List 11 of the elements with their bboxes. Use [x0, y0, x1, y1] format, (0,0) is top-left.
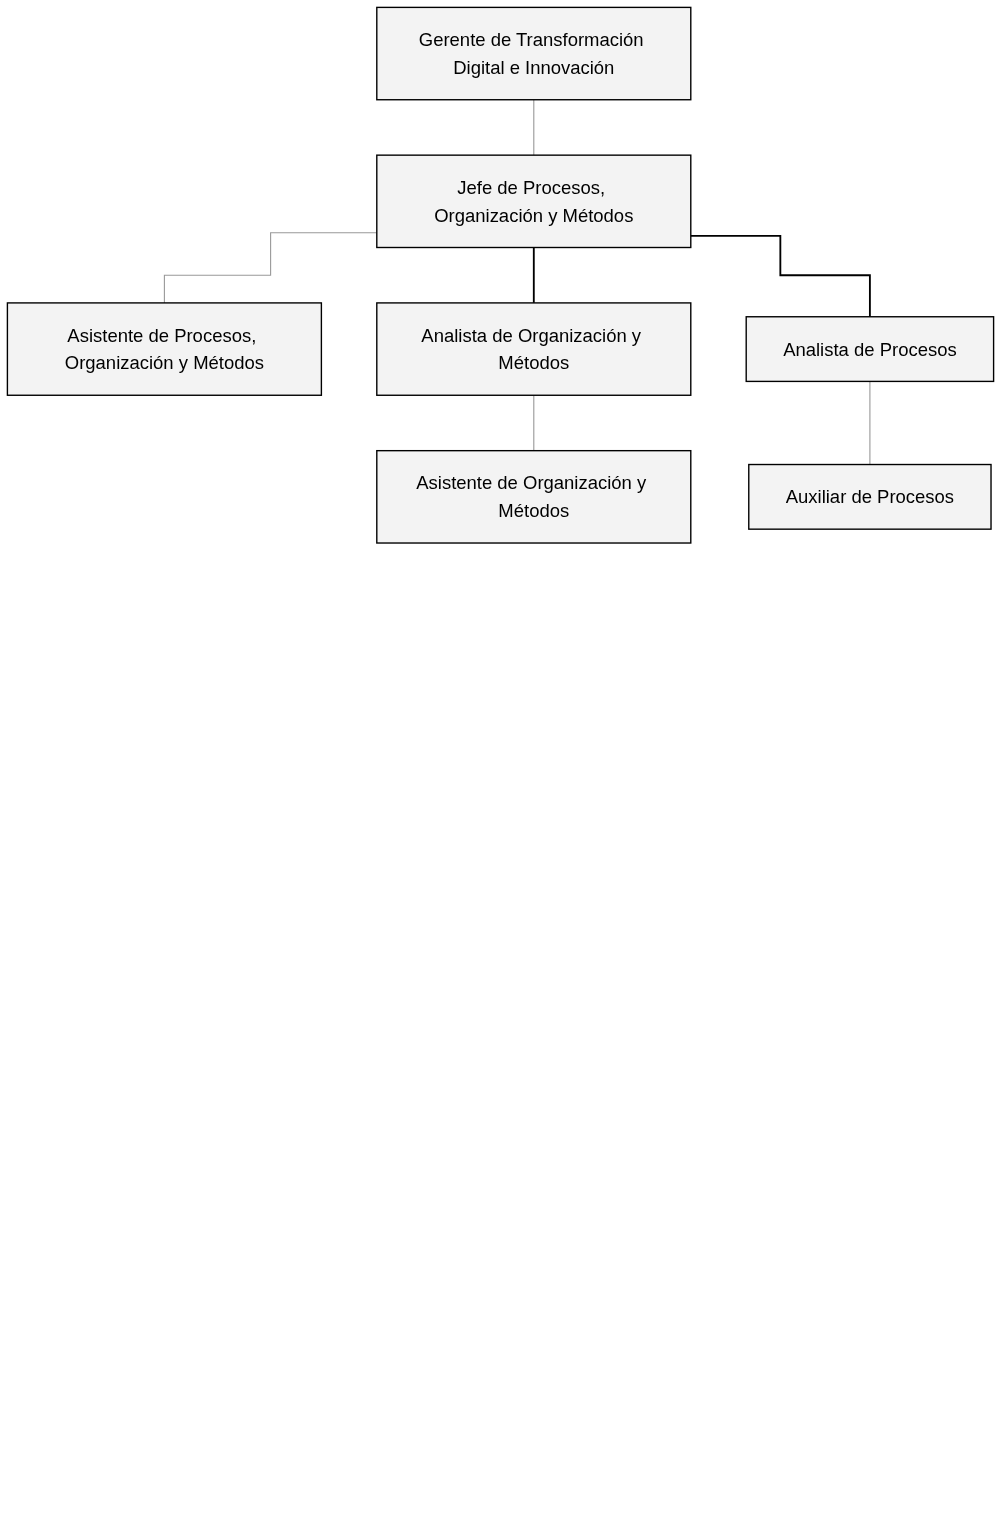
node-box: Analista de Procesos	[745, 316, 995, 383]
node-box: Asistente de Procesos, Organización y Métodos	[6, 302, 323, 396]
node-box: Auxiliar de Procesos	[748, 463, 992, 530]
node-box: Analista de Organización y Métodos	[376, 302, 692, 396]
node-box: Gerente de Transformación Digital e Innovación	[376, 6, 692, 101]
node-box: Asistente de Organización y Métodos	[376, 449, 692, 544]
connector	[533, 394, 535, 452]
connector	[869, 380, 871, 466]
node-box: Jefe de Procesos, Organización y Métodos	[376, 154, 692, 249]
connector	[533, 99, 535, 156]
connector	[532, 246, 535, 304]
